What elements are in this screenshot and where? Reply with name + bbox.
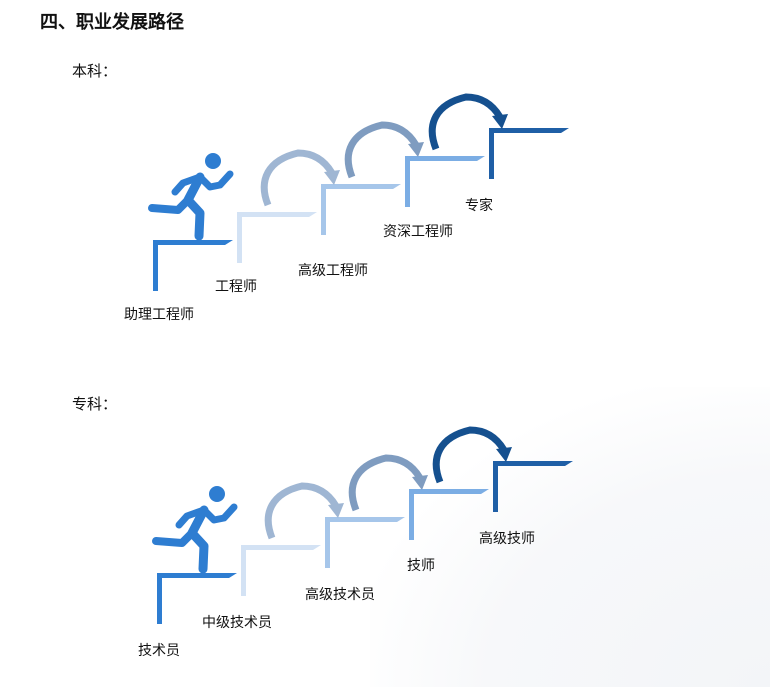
step-label: 技术员 (138, 643, 180, 659)
curved-arrow (432, 426, 508, 484)
curved-arrow (344, 121, 420, 179)
background-swoosh (370, 387, 770, 687)
college-label: 专科： (72, 395, 118, 413)
runner-icon (152, 486, 238, 574)
step-label: 高级工程师 (298, 263, 368, 279)
step-label: 高级技术员 (305, 587, 375, 603)
step-5 (493, 461, 573, 512)
step-label: 专家 (465, 198, 493, 214)
runner-icon (148, 153, 234, 241)
arrow-head-icon (412, 475, 428, 490)
step-4 (409, 489, 489, 540)
step-2 (237, 212, 317, 263)
curved-arrow (428, 93, 504, 151)
curved-arrow (264, 482, 340, 540)
step-5 (489, 128, 569, 179)
step-label: 工程师 (215, 279, 257, 295)
arrow-head-icon (408, 142, 424, 157)
arrow-head-icon (324, 170, 340, 185)
section-heading: 四、职业发展路径 (40, 12, 184, 33)
step-3 (325, 517, 405, 568)
arrow-head-icon (496, 447, 512, 462)
step-label: 助理工程师 (124, 307, 194, 323)
curved-arrow (348, 454, 424, 512)
step-label: 资深工程师 (383, 224, 453, 240)
arrow-head-icon (328, 503, 344, 518)
curved-arrow (260, 149, 336, 207)
step-label: 技师 (407, 558, 435, 574)
step-label: 高级技师 (479, 531, 535, 547)
arrow-head-icon (492, 114, 508, 129)
step-label: 中级技术员 (202, 615, 272, 631)
undergrad-label: 本科： (72, 62, 118, 80)
